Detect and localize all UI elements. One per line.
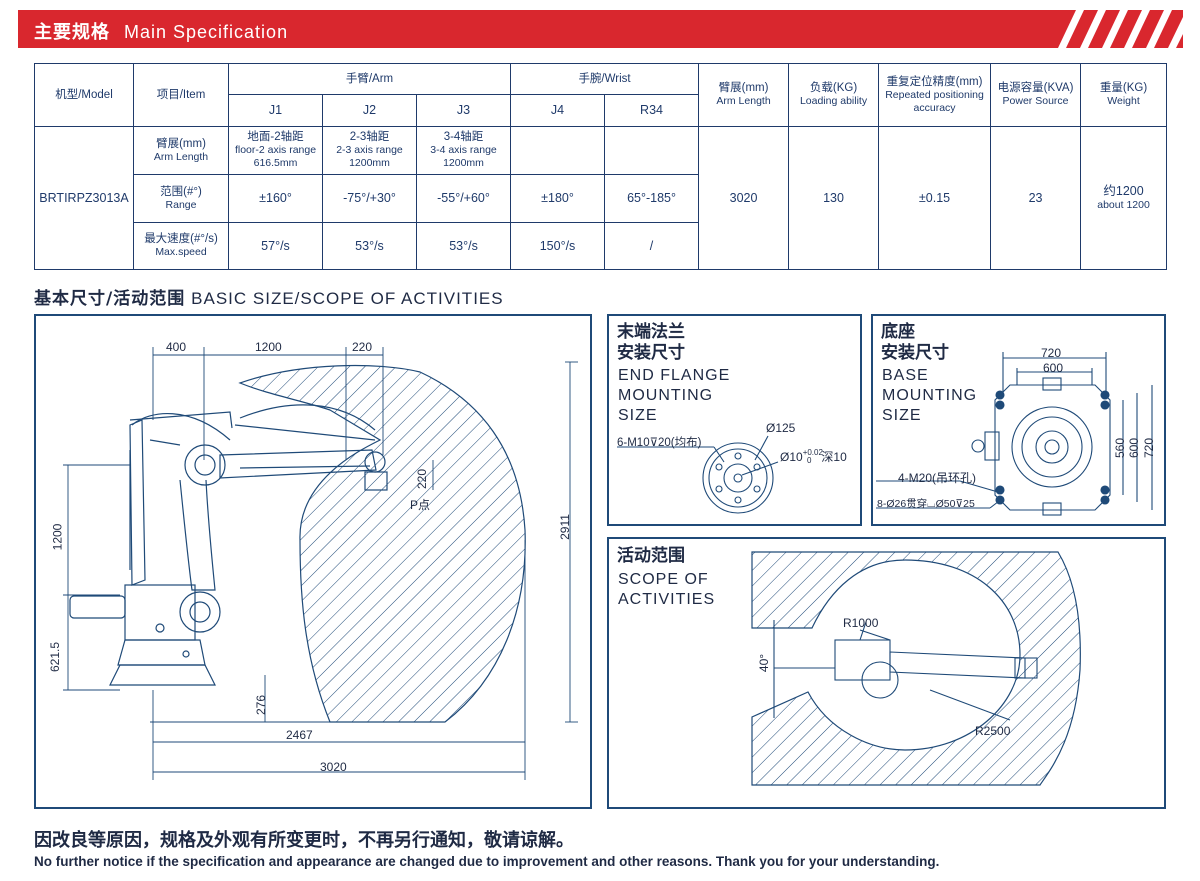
work-envelope [238, 364, 526, 723]
dim-2467: 2467 [286, 728, 313, 742]
model-header: 机型/Model [34, 63, 134, 127]
arm-length-header: 臂展(mm)Arm Length [698, 63, 790, 127]
spec-table: 机型/Model 项目/Item 手臂/Arm 手腕/Wrist 臂展(mm)A… [34, 63, 1168, 270]
base-holes-label: 8-Ø26贯穿⌴Ø50⊽25 [877, 498, 975, 510]
header-banner-shape [18, 10, 1183, 48]
dim-220: 220 [352, 340, 373, 354]
robot-side-view [69, 404, 388, 686]
arm-length-value: 3020 [698, 126, 790, 270]
load-header: 负载(KG)Loading ability [788, 63, 880, 127]
base-dim-560: 560 [1113, 437, 1128, 459]
flange-drawing [617, 435, 779, 514]
main-dimension-panel [34, 314, 592, 809]
footer-notice-cn: 因改良等原因，规格及外观有所变更时，不再另行通知，敬请谅解。 [34, 830, 574, 851]
main-dimension-lines [63, 347, 578, 780]
row3-j1: 57°/s [228, 222, 323, 270]
dim-2911: 2911 [557, 514, 572, 540]
scope-r2500: R2500 [975, 724, 1011, 738]
scope-panel [607, 537, 1166, 809]
flange-dia125: Ø125 [766, 421, 796, 435]
flange-holes-label: 6-M10⊽20(均布) [617, 437, 702, 449]
scope-title-cn: 活动范围 [617, 546, 685, 566]
row3-r34: / [604, 222, 700, 270]
row3-label: 最大速度(#°/s)Max.speed [133, 222, 229, 270]
p-point-label: P点 [410, 498, 431, 512]
arm-header: 手臂/Arm [227, 63, 512, 95]
power-header: 电源容量(KVA)Power Source [990, 63, 1082, 127]
base-dim-720-vertical: 720 [1142, 437, 1157, 459]
base-dim-600: 600 [1043, 361, 1064, 375]
dim-1200-vertical: 1200 [50, 523, 65, 551]
load-value: 130 [788, 126, 880, 270]
weight-header: 重量(KG)Weight [1080, 63, 1168, 127]
flange-title-cn: 末端法兰安装尺寸 [617, 322, 685, 363]
row2-j3: -55°/+60° [415, 174, 512, 223]
dim-3020: 3020 [320, 760, 347, 774]
joint-j1: J1 [228, 94, 323, 127]
base-dim-600-vertical: 600 [1127, 437, 1142, 459]
base-title-cn: 底座安装尺寸 [881, 322, 949, 363]
dim-276: 276 [254, 694, 269, 716]
footer-notice-en: No further notice if the specification a… [34, 854, 940, 869]
row1-r34 [604, 126, 700, 175]
row2-label: 范围(#°)Range [133, 174, 229, 223]
base-drawing [876, 352, 1153, 516]
dim-400: 400 [166, 340, 187, 354]
base-dim-720: 720 [1041, 346, 1062, 360]
base-m20-label: 4-M20(吊环孔) [898, 471, 977, 485]
scope-drawing [751, 551, 1081, 786]
scope-angle: 40° [757, 653, 772, 673]
dim-621-5: 621.5 [48, 641, 63, 673]
dim-1200: 1200 [255, 340, 282, 354]
row3-j3: 53°/s [415, 222, 512, 270]
section-title: 基本尺寸/活动范围 BASIC SIZE/SCOPE OF ACTIVITIES [34, 289, 504, 309]
repeat-header: 重复定位精度(mm)Repeated positioning accuracy [878, 63, 992, 127]
base-panel [871, 314, 1166, 526]
row1-label: 臂展(mm)Arm Length [133, 126, 229, 175]
item-header: 项目/Item [133, 63, 229, 127]
joint-j4: J4 [510, 94, 606, 127]
row3-j2: 53°/s [322, 222, 417, 270]
row2-j2: -75°/+30° [322, 174, 417, 223]
joint-j2: J2 [322, 94, 417, 127]
model-value: BRTIRPZ3013A [34, 126, 134, 270]
dim-220-vertical: 220 [415, 468, 430, 490]
scope-r1000: R1000 [843, 616, 879, 630]
flange-panel [607, 314, 862, 526]
